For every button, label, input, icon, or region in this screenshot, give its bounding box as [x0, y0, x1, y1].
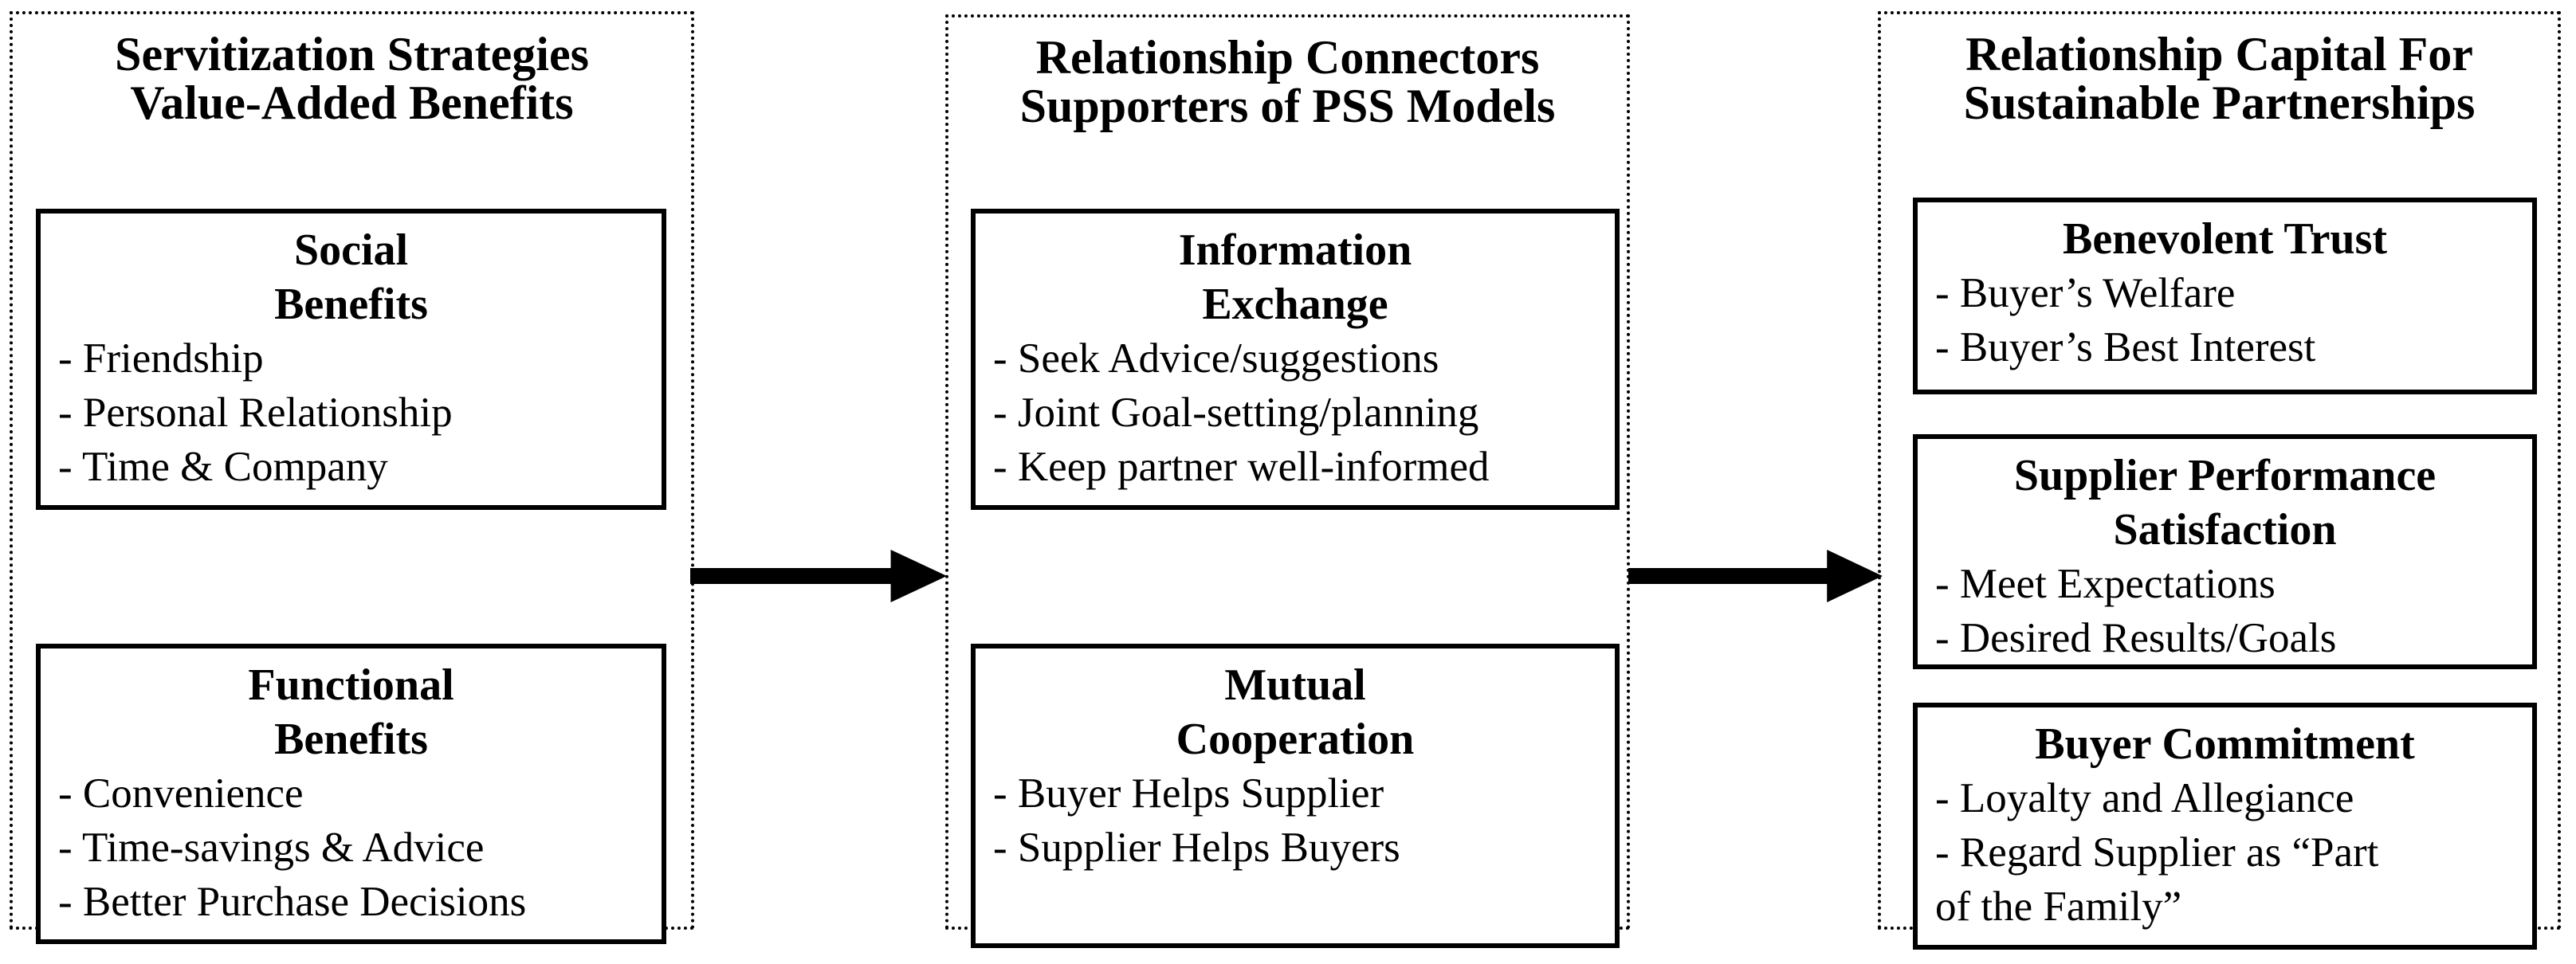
box-heading: Buyer Commitment — [2035, 719, 2415, 769]
box-heading: Benevolent Trust — [2062, 214, 2388, 264]
list-item: - Supplier Helps Buyers — [993, 825, 1400, 871]
list-item: - Buyer’s Welfare — [1935, 270, 2236, 316]
list-item: - Time & Company — [58, 444, 388, 490]
box-heading: Mutual Cooperation — [1176, 660, 1415, 764]
box-social-benefits: Social Benefits - Friendship - Personal … — [36, 209, 666, 510]
list-item: - Time-savings & Advice — [58, 825, 485, 871]
box-item-list: - Friendship - Personal Relationship - T… — [41, 331, 662, 494]
box-item-list: - Buyer’s Welfare - Buyer’s Best Interes… — [1918, 266, 2532, 374]
box-functional-benefits: Functional Benefits - Convenience - Time… — [36, 644, 666, 944]
box-heading: Social Benefits — [274, 225, 428, 329]
box-mutual-cooperation: Mutual Cooperation - Buyer Helps Supplie… — [971, 644, 1620, 948]
box-supplier-performance-satisfaction: Supplier Performance Satisfaction - Meet… — [1913, 434, 2537, 669]
list-item: - Convenience — [58, 770, 304, 817]
panel-title: Servitization Strategies Value-Added Ben… — [115, 28, 589, 129]
list-item: - Friendship — [58, 335, 264, 382]
panel-title: Relationship Connectors Supporters of PS… — [1019, 31, 1556, 132]
box-item-list: - Convenience - Time-savings & Advice - … — [41, 766, 662, 929]
list-item: - Desired Results/Goals — [1935, 615, 2337, 661]
flow-arrow-right-icon — [1628, 548, 1883, 604]
list-item: - Seek Advice/suggestions — [993, 335, 1439, 382]
box-heading: Information Exchange — [1178, 225, 1412, 329]
panel-servitization-strategies: Servitization Strategies Value-Added Ben… — [10, 11, 694, 930]
list-item: - Personal Relationship — [58, 390, 453, 436]
box-buyer-commitment: Buyer Commitment - Loyalty and Allegianc… — [1913, 703, 2537, 950]
panel-title: Relationship Capital For Sustainable Par… — [1963, 28, 2476, 129]
list-item: - Joint Goal-setting/planning — [993, 390, 1479, 436]
box-item-list: - Meet Expectations - Desired Results/Go… — [1918, 557, 2532, 665]
box-item-list: - Seek Advice/suggestions - Joint Goal-s… — [976, 331, 1615, 494]
list-item: - Buyer Helps Supplier — [993, 770, 1384, 817]
box-item-list: - Buyer Helps Supplier - Supplier Helps … — [976, 766, 1615, 875]
list-item: - Meet Expectations — [1935, 561, 2276, 607]
box-heading: Supplier Performance Satisfaction — [2013, 451, 2437, 554]
list-item: - Loyalty and Allegiance — [1935, 775, 2354, 821]
flow-arrow-right-icon — [690, 548, 947, 604]
box-benevolent-trust: Benevolent Trust - Buyer’s Welfare - Buy… — [1913, 198, 2537, 394]
list-item: - Keep partner well-informed — [993, 444, 1490, 490]
box-heading: Functional Benefits — [248, 660, 454, 764]
box-information-exchange: Information Exchange - Seek Advice/sugge… — [971, 209, 1620, 510]
box-item-list: - Loyalty and Allegiance - Regard Suppli… — [1918, 771, 2532, 934]
panel-relationship-connectors: Relationship Connectors Supporters of PS… — [945, 14, 1630, 930]
list-item: - Buyer’s Best Interest — [1935, 324, 2316, 370]
list-item: - Regard Supplier as “Part of the Family… — [1935, 829, 2379, 930]
list-item: - Better Purchase Decisions — [58, 879, 527, 925]
